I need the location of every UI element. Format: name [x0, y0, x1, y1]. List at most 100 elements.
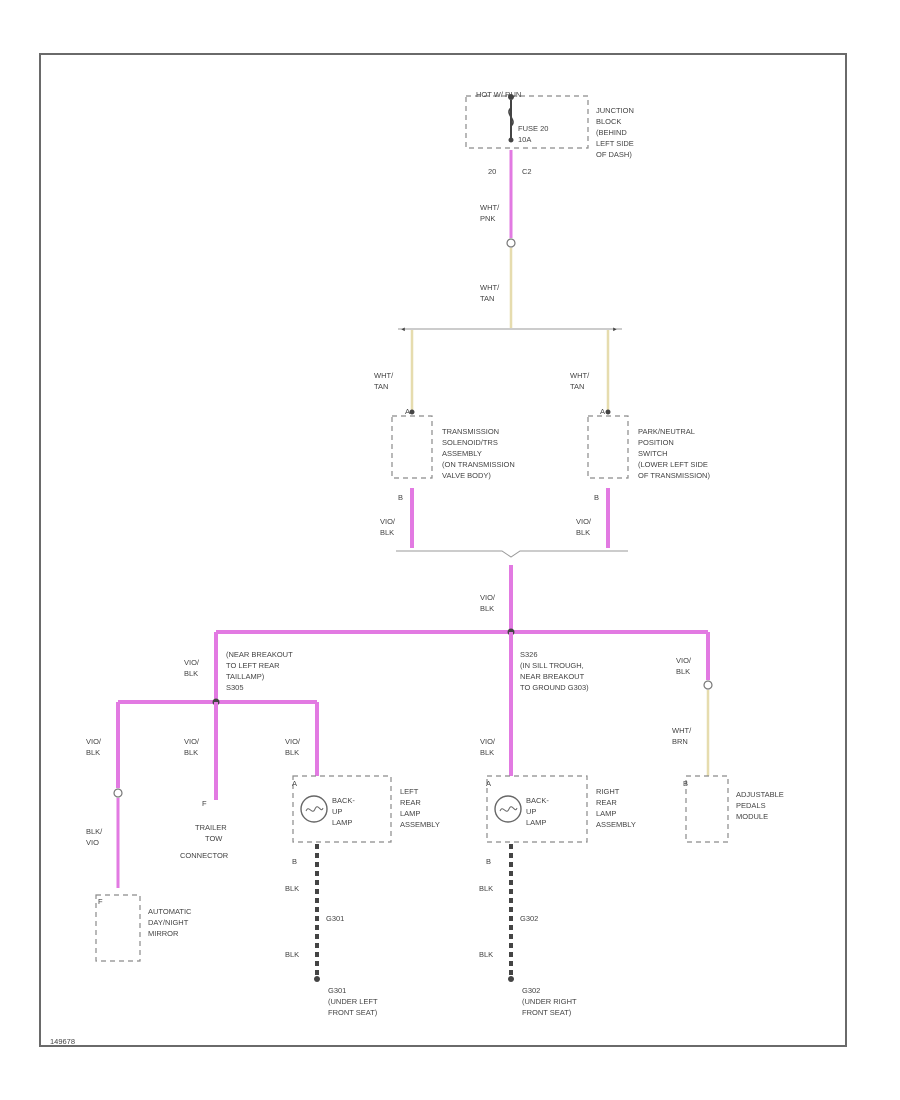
fuse-label-line2: 10A [518, 135, 531, 144]
trailer-label-line3: CONNECTOR [180, 851, 229, 860]
right-bulb-label-3: LAMP [526, 818, 546, 827]
fuse-top-terminal [508, 94, 514, 100]
transmission-solenoid-assembly: A B TRANSMISSION SOLENOID/TRS ASSEMBLY (… [391, 407, 515, 502]
wire-label-mirror-feed-2: BLK [86, 748, 100, 757]
mirror-inline-connector [113, 788, 123, 798]
transmission-pin-a-node [409, 409, 415, 415]
left-bulb-label-3: LAMP [332, 818, 352, 827]
junction-block-desc-line4: LEFT SIDE [596, 139, 634, 148]
right-lamp-pin-a: A [486, 779, 491, 788]
left-lamp-label-line3: LAMP [400, 809, 420, 818]
merge-bus [396, 550, 628, 558]
pn-switch-pin-b: B [594, 493, 599, 502]
transmission-label-line1: TRANSMISSION [442, 427, 499, 436]
right-lamp-label-line3: LAMP [596, 809, 616, 818]
left-bulb-label-2: UP [332, 807, 342, 816]
transmission-label-line3: ASSEMBLY [442, 449, 482, 458]
auto-day-night-mirror: F AUTOMATIC DAY/NIGHT MIRROR [95, 894, 192, 962]
fuse-connector-id: C2 [522, 167, 532, 176]
splice-left-desc-line3: TAILLAMP) [226, 672, 265, 681]
mirror-pin: F [98, 897, 103, 906]
junction-block-desc-line1: JUNCTION [596, 106, 634, 115]
trailer-tow-connector: F TRAILER TOW CONNECTOR [180, 799, 229, 860]
splice-center-desc-line2: (IN SILL TROUGH, [520, 661, 584, 670]
split-arrow-right: ► [612, 327, 618, 333]
splice-center-desc-line1: S326 [520, 650, 538, 659]
junction-block: HOT W/ RUN FUSE 20 10A JUNCTION BLOCK (B… [465, 90, 634, 176]
trailer-label-line1: TRAILER [195, 823, 227, 832]
left-bulb-label-1: BACK- [332, 796, 355, 805]
pn-switch-pin-a-node [605, 409, 611, 415]
pedals-box [685, 775, 729, 843]
right-ground-label-line3: FRONT SEAT) [522, 1008, 572, 1017]
mirror-box [95, 894, 141, 962]
wire-label-right-gnd2: BLK [479, 950, 493, 959]
pn-switch-label-line2: POSITION [638, 438, 674, 447]
right-ground-label-line2: (UNDER RIGHT [522, 997, 577, 1006]
right-lamp-label-line1: RIGHT [596, 787, 620, 796]
left-ground-point: G301 [326, 914, 344, 923]
pn-switch-label-line5: OF TRANSMISSION) [638, 471, 710, 480]
wire-label-pedals-feed-1: VIO/ [676, 656, 692, 665]
wire-label-trailer-feed-1: VIO/ [184, 737, 200, 746]
wire-label-left-lamp-feed-2: BLK [285, 748, 299, 757]
wire-label-left-branch-1: WHT/ [374, 371, 394, 380]
left-lamp-box [292, 775, 392, 843]
transmission-label-line4: (ON TRANSMISSION [442, 460, 515, 469]
wire-label-trans-out-1: VIO/ [380, 517, 396, 526]
trailer-pin: F [202, 799, 207, 808]
right-lamp-label-line4: ASSEMBLY [596, 820, 636, 829]
right-ground-point: G302 [520, 914, 538, 923]
wire-label-inline-out-1: WHT/ [480, 283, 500, 292]
wire-label-pedals-feed-2: BLK [676, 667, 690, 676]
wire-label-pedals-in-1: WHT/ [672, 726, 692, 735]
pn-switch-label-line1: PARK/NEUTRAL [638, 427, 695, 436]
wire-label-mirror-feed-1: VIO/ [86, 737, 102, 746]
mirror-label-line1: AUTOMATIC [148, 907, 192, 916]
left-lamp-pin-b: B [292, 857, 297, 866]
wire-label-left-drop-1: VIO/ [184, 658, 200, 667]
pedals-inline-connector [703, 680, 713, 690]
wire-label-left-gnd1: BLK [285, 884, 299, 893]
pedals-pin: B [683, 779, 688, 788]
left-ground-node [314, 976, 320, 982]
park-neutral-switch: A B PARK/NEUTRAL POSITION SWITCH (LOWER … [587, 407, 710, 502]
left-bulb-filament [305, 806, 324, 812]
transmission-label-line2: SOLENOID/TRS [442, 438, 498, 447]
right-bulb-label-2: UP [526, 807, 536, 816]
diagram-frame [39, 53, 847, 1047]
wire-label-trans-out-2: BLK [380, 528, 394, 537]
right-lamp-pin-b: B [486, 857, 491, 866]
transmission-pin-b: B [398, 493, 403, 502]
transmission-pin-a: A [405, 407, 410, 416]
splice-left-desc-line4: S305 [226, 683, 244, 692]
wire-label-left-gnd2: BLK [285, 950, 299, 959]
wire-label-pedals-in-2: BRN [672, 737, 688, 746]
left-ground-label-line3: FRONT SEAT) [328, 1008, 378, 1017]
fuse-pin-number: 20 [488, 167, 496, 176]
splice-center-desc-line3: NEAR BREAKOUT [520, 672, 585, 681]
left-lamp-label-line2: REAR [400, 798, 421, 807]
wire-label-right-branch-1: WHT/ [570, 371, 590, 380]
trailer-label-line2: TOW [205, 834, 223, 843]
backup-bulb-left-icon [300, 795, 328, 823]
inline-connector [506, 238, 516, 248]
mirror-label-line3: MIRROR [148, 929, 179, 938]
wire-label-mirror-in-2: VIO [86, 838, 99, 847]
wire-label-left-branch-2: TAN [374, 382, 388, 391]
right-lamp-box [486, 775, 588, 843]
fuse-symbol [508, 107, 514, 127]
wire-label-left-drop-2: BLK [184, 669, 198, 678]
pedals-label-line2: PEDALS [736, 801, 766, 810]
fuse-bottom-terminal [508, 137, 514, 143]
transmission-label-line5: VALVE BODY) [442, 471, 491, 480]
hot-in-run-label: HOT W/ RUN [476, 90, 521, 99]
pn-switch-label-line4: (LOWER LEFT SIDE [638, 460, 708, 469]
wire-label-trunk-2: BLK [480, 604, 494, 613]
splice-center-desc-line4: TO GROUND G303) [520, 683, 589, 692]
right-ground-label-line1: G302 [522, 986, 540, 995]
mirror-label-line2: DAY/NIGHT [148, 918, 189, 927]
left-rear-lamp-assembly: A BACK- UP LAMP LEFT REAR LAMP ASSEMBLY … [292, 775, 440, 866]
wire-label-trunk-1: VIO/ [480, 593, 496, 602]
left-lamp-label-line1: LEFT [400, 787, 419, 796]
